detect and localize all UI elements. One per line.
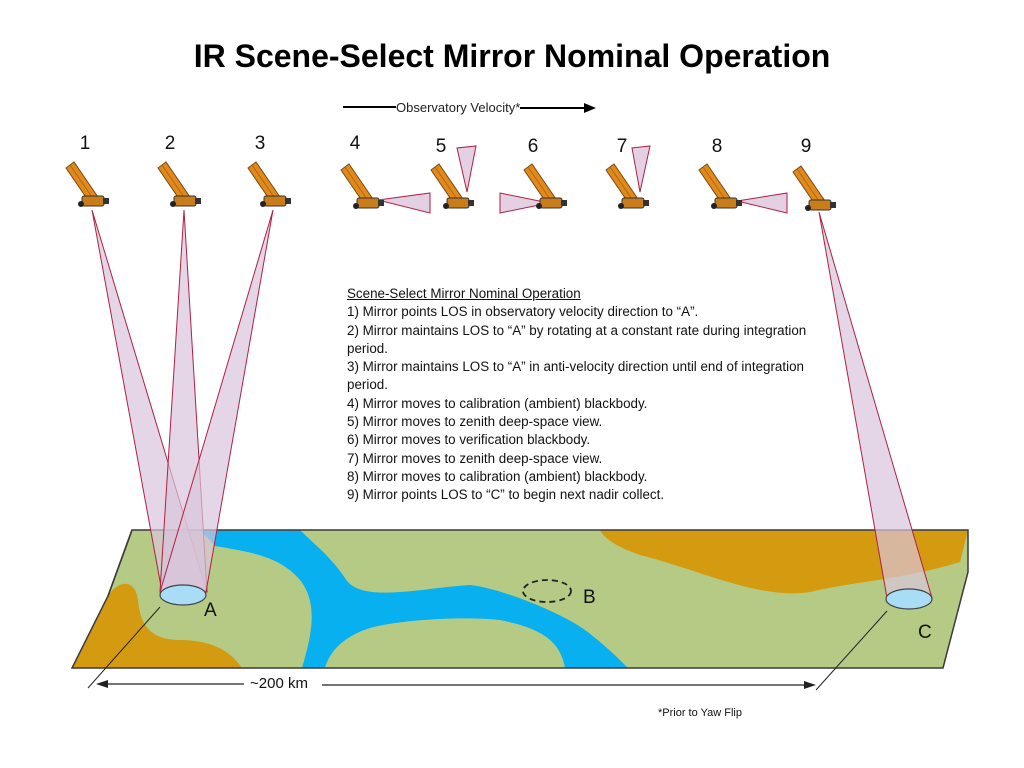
ground-label-c: C — [918, 622, 932, 643]
spot-b — [522, 579, 572, 603]
terrain-strip — [70, 529, 969, 669]
ground-brown-right — [600, 530, 968, 594]
operation-notes: Scene-Select Mirror Nominal Operation 1)… — [347, 285, 817, 505]
spot-a — [159, 584, 207, 606]
velocity-label: Observatory Velocity* — [396, 100, 521, 115]
note-line-2: 2) Mirror maintains LOS to “A” by rotati… — [347, 322, 807, 356]
ground-label-a: A — [204, 600, 217, 621]
note-line-3: 3) Mirror maintains LOS to “A” in anti-v… — [347, 359, 804, 393]
satellite-9 — [792, 165, 837, 212]
position-number-3: 3 — [254, 133, 266, 154]
note-line-6: 6) Mirror moves to verification blackbod… — [347, 432, 591, 448]
satellite-4 — [340, 163, 385, 210]
velocity-arrow — [343, 103, 596, 113]
position-number-4: 4 — [349, 133, 361, 154]
position-number-5: 5 — [435, 136, 447, 157]
position-number-9: 9 — [800, 136, 812, 157]
note-line-8: 8) Mirror moves to calibration (ambient)… — [347, 468, 648, 484]
beam-5 — [456, 145, 477, 193]
notes-heading: Scene-Select Mirror Nominal Operation — [347, 286, 581, 301]
footnote: *Prior to Yaw Flip — [658, 707, 742, 719]
note-line-1: 1) Mirror points LOS in observatory velo… — [347, 304, 699, 320]
ground-brown-left — [72, 583, 242, 668]
satellite-1 — [65, 161, 110, 208]
beam-4 — [377, 192, 431, 214]
page-title: IR Scene-Select Mirror Nominal Operation — [193, 38, 831, 74]
satellite-3 — [247, 161, 292, 208]
note-line-9: 9) Mirror points LOS to “C” to begin nex… — [347, 487, 665, 503]
river — [200, 530, 628, 668]
note-line-7: 7) Mirror moves to zenith deep-space vie… — [347, 450, 603, 466]
position-number-6: 6 — [527, 136, 539, 157]
note-line-5: 5) Mirror moves to zenith deep-space vie… — [347, 414, 603, 430]
position-number-7: 7 — [616, 136, 628, 157]
beam-7 — [631, 145, 651, 193]
ground-label-b: B — [583, 587, 596, 608]
satellite-2 — [157, 161, 202, 208]
position-number-8: 8 — [711, 136, 723, 157]
position-number-1: 1 — [79, 133, 91, 154]
distance-label: ~200 km — [250, 675, 308, 692]
position-number-2: 2 — [164, 133, 176, 154]
spot-c — [885, 588, 933, 610]
satellite-8 — [698, 163, 743, 210]
distance-dimension — [87, 606, 888, 691]
beam-8 — [736, 192, 788, 214]
beam-6 — [499, 192, 550, 214]
note-line-4: 4) Mirror moves to calibration (ambient)… — [347, 395, 648, 411]
